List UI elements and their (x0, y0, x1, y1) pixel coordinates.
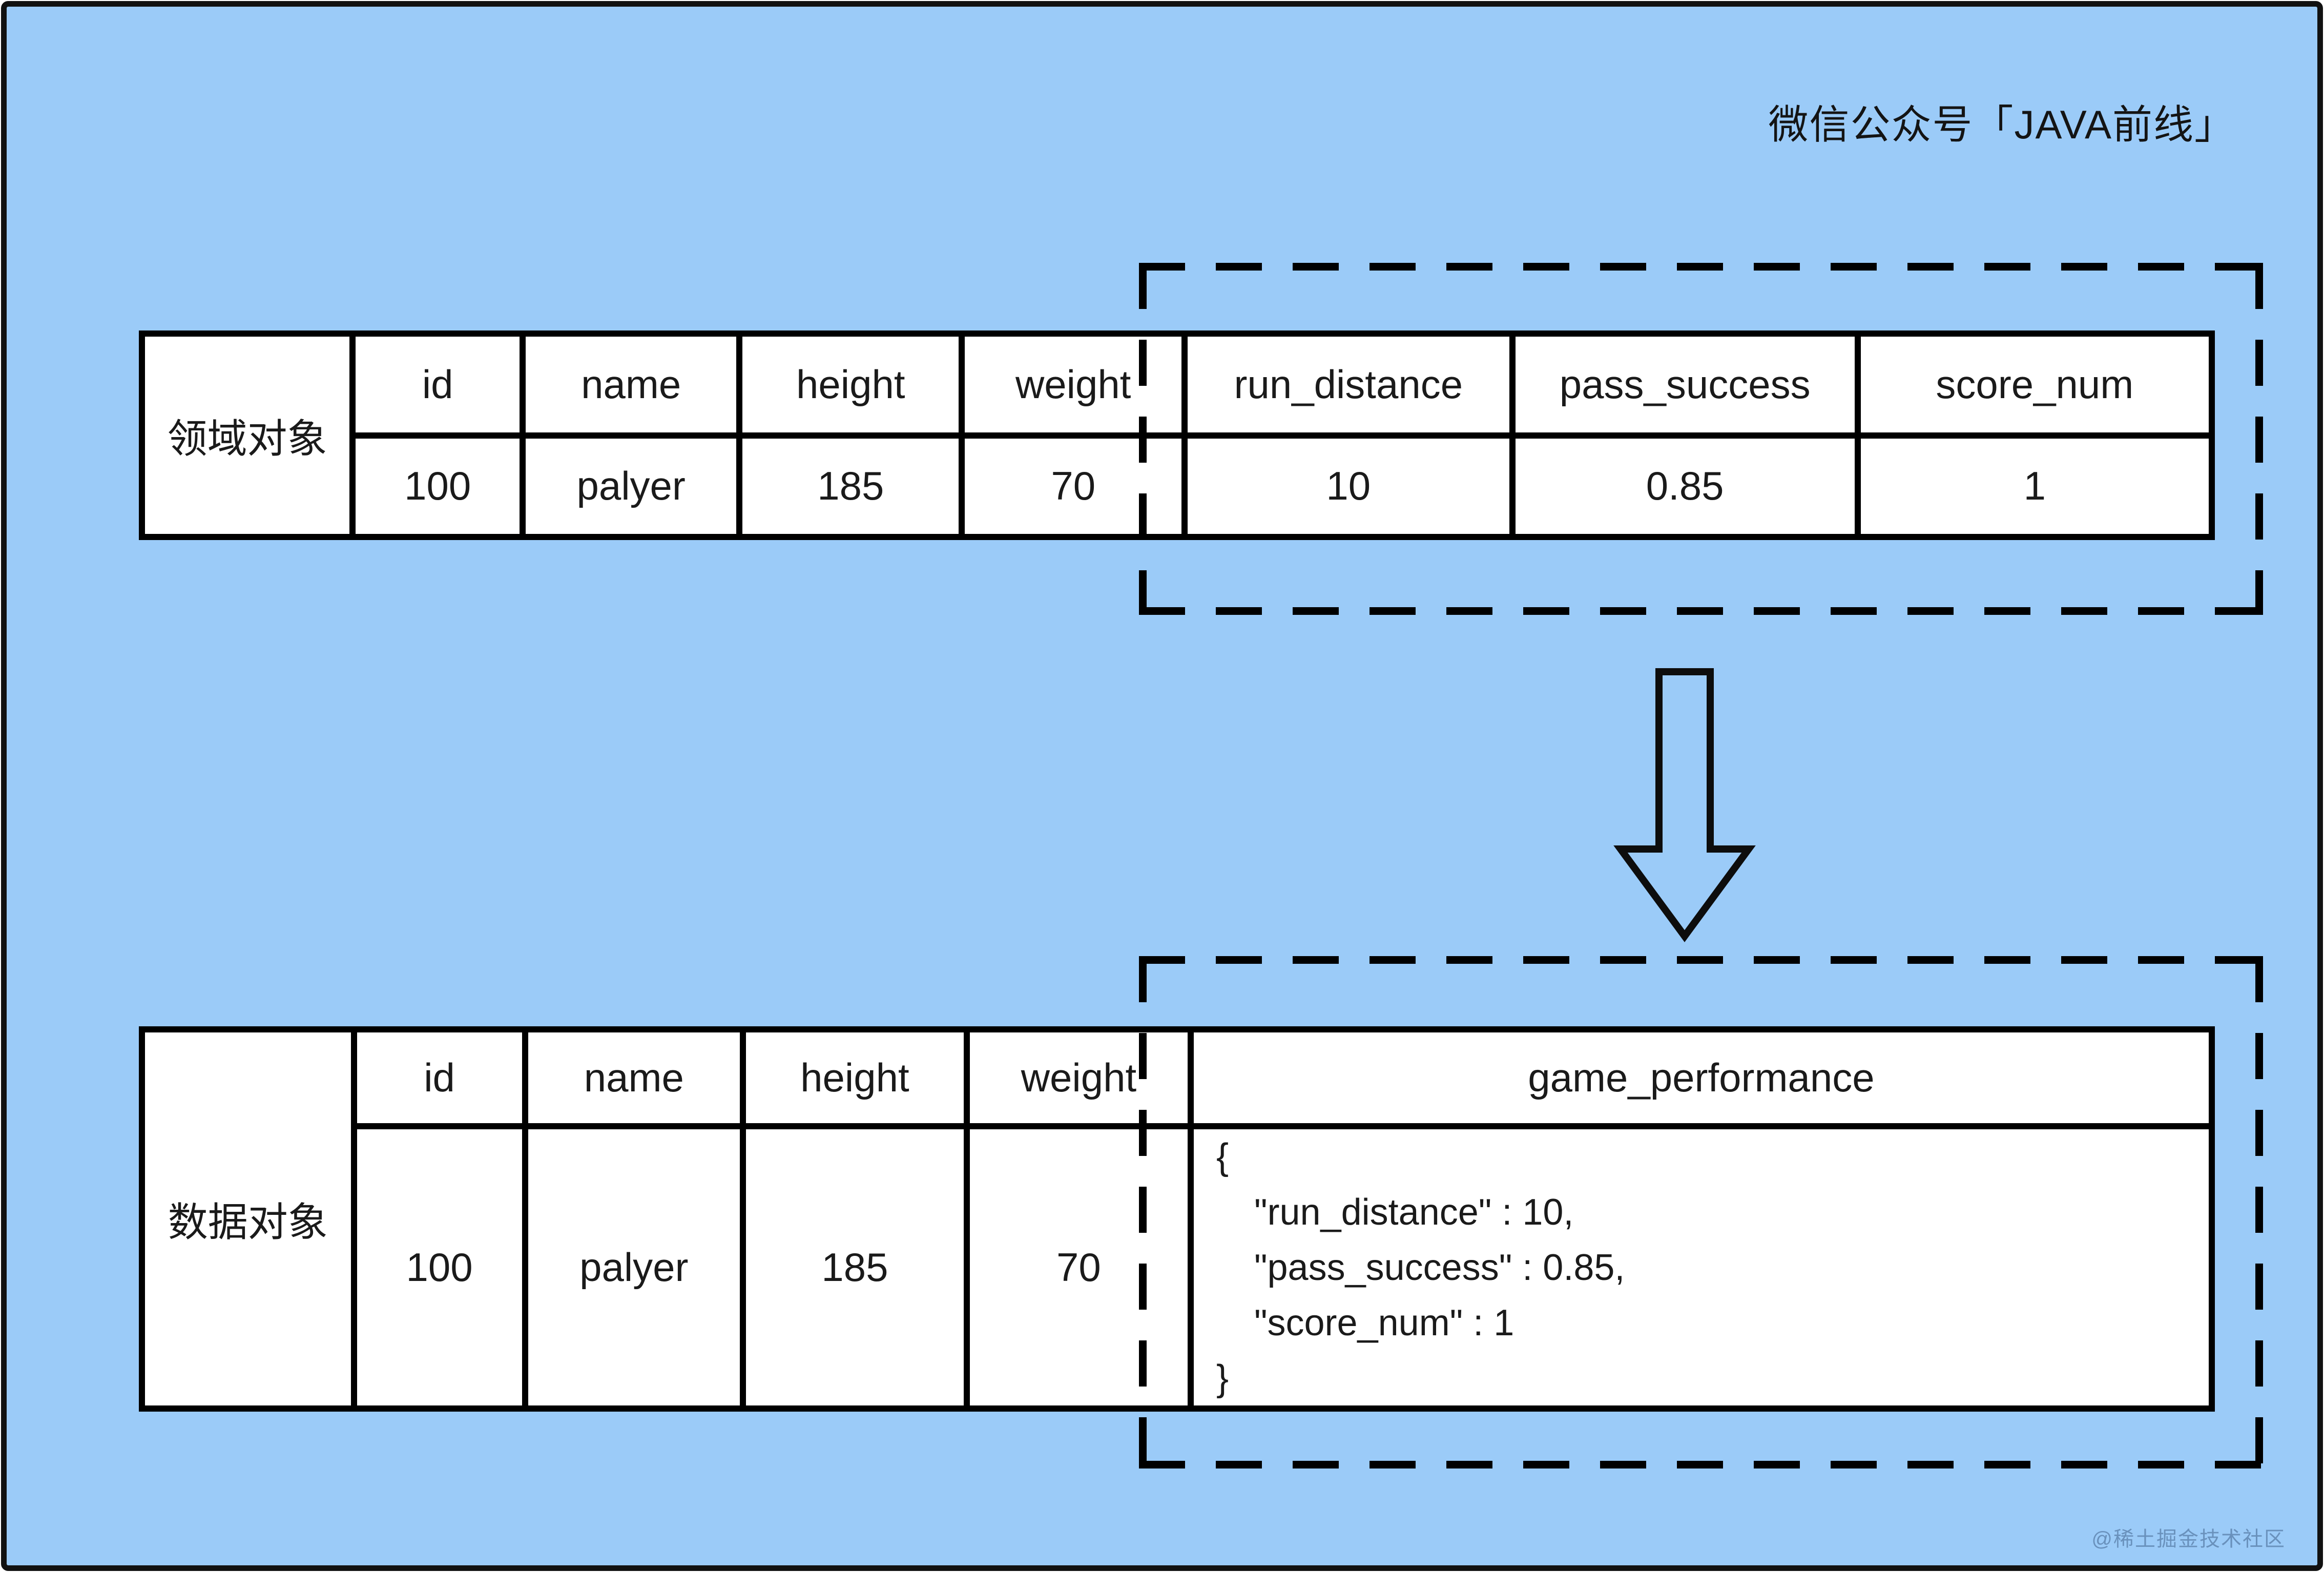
domain-header-height: height (742, 337, 959, 432)
credit-text: 微信公众号「JAVA前线」 (1768, 102, 2235, 147)
domain-value-weight: 70 (965, 438, 1181, 534)
domain-object-table: 领域对象 id name height weight run_distance … (139, 330, 2215, 540)
json-line-score-num: "score_num" : 1 (1254, 1302, 1514, 1343)
json-line-close-brace: } (1216, 1357, 1229, 1399)
data-header-id: id (357, 1032, 522, 1124)
domain-header-id: id (356, 337, 520, 432)
dashed-highlight-bottom-edge-bottom (1139, 1461, 2263, 1468)
data-header-game-performance: game_performance (1193, 1032, 2209, 1124)
dashed-highlight-top-edge-right (2255, 263, 2263, 615)
data-value-height: 185 (745, 1129, 964, 1405)
domain-header-score-num: score_num (1860, 337, 2209, 432)
down-arrow-icon (1613, 668, 1756, 942)
data-value-game-performance-json: { "run_distance" : 10, "pass_success" : … (1193, 1129, 2209, 1405)
data-table-row-label: 数据对象 (145, 1032, 351, 1405)
data-value-id: 100 (357, 1129, 522, 1405)
domain-value-id: 100 (356, 438, 520, 534)
domain-header-run-distance: run_distance (1187, 337, 1509, 432)
dashed-highlight-bottom-edge-top (1139, 956, 2263, 964)
data-header-height: height (745, 1032, 964, 1124)
dashed-highlight-top-edge-bottom (1139, 607, 2263, 615)
data-value-weight: 70 (969, 1129, 1188, 1405)
json-line-pass-success: "pass_success" : 0.85, (1254, 1247, 1625, 1288)
domain-value-run-distance: 10 (1187, 438, 1509, 534)
data-value-name: palyer (528, 1129, 740, 1405)
domain-table-row-label: 领域对象 (145, 337, 350, 534)
json-line-open-brace: { (1216, 1136, 1229, 1177)
dashed-highlight-top-edge-top (1139, 263, 2263, 271)
domain-header-pass-success: pass_success (1515, 337, 1855, 432)
domain-header-weight: weight (965, 337, 1181, 432)
domain-value-pass-success: 0.85 (1515, 438, 1855, 534)
watermark-text: @稀土掘金技术社区 (2091, 1528, 2286, 1550)
domain-value-name: palyer (526, 438, 737, 534)
json-line-run-distance: "run_distance" : 10, (1254, 1191, 1574, 1233)
domain-header-name: name (526, 337, 737, 432)
data-header-name: name (528, 1032, 740, 1124)
domain-value-score-num: 1 (1860, 438, 2209, 534)
dashed-highlight-bottom-edge-right (2255, 956, 2263, 1468)
data-header-weight: weight (969, 1032, 1188, 1124)
data-object-table: 数据对象 id name height weight game_performa… (139, 1026, 2215, 1412)
domain-value-height: 185 (742, 438, 959, 534)
